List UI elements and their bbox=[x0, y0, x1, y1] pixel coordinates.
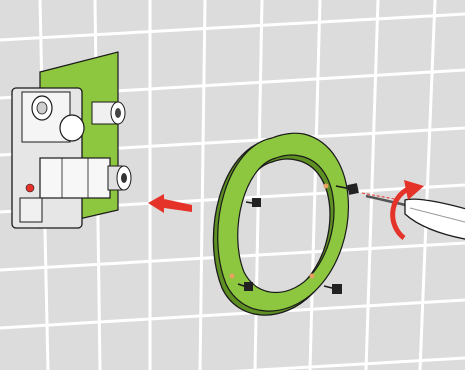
upper-port-inner bbox=[36, 101, 48, 115]
screw-top-right bbox=[335, 183, 359, 195]
trim-ring-icon bbox=[212, 132, 350, 316]
screw-bottom-right bbox=[323, 284, 342, 294]
handle-grip-line bbox=[409, 207, 465, 223]
ring-hole-right bbox=[309, 273, 315, 279]
valve-body-icon bbox=[11, 51, 132, 229]
screw-bottom-left bbox=[237, 282, 253, 291]
mounting-screws bbox=[237, 183, 359, 294]
push-arrow-icon bbox=[148, 194, 192, 213]
screwdriver-shaft bbox=[365, 194, 411, 208]
side-port bbox=[59, 114, 85, 142]
screwdriver-icon bbox=[365, 194, 465, 240]
main-cartridge bbox=[39, 157, 111, 199]
ring-hole-bottom bbox=[229, 273, 235, 279]
rotation-arrowhead bbox=[404, 180, 424, 200]
ring-hole-top bbox=[323, 183, 329, 189]
top-cartridge-hole bbox=[115, 108, 121, 118]
screwdriver-handle bbox=[404, 198, 465, 240]
screw-left bbox=[245, 198, 261, 207]
rotation-arc bbox=[390, 185, 412, 240]
push-arrow-shape bbox=[148, 194, 192, 213]
red-indicator bbox=[25, 183, 35, 193]
lower-inlet bbox=[19, 197, 43, 223]
alignment-guide-line bbox=[361, 192, 401, 201]
rotation-arrow-icon bbox=[390, 180, 424, 240]
spindle-tip bbox=[121, 173, 127, 183]
